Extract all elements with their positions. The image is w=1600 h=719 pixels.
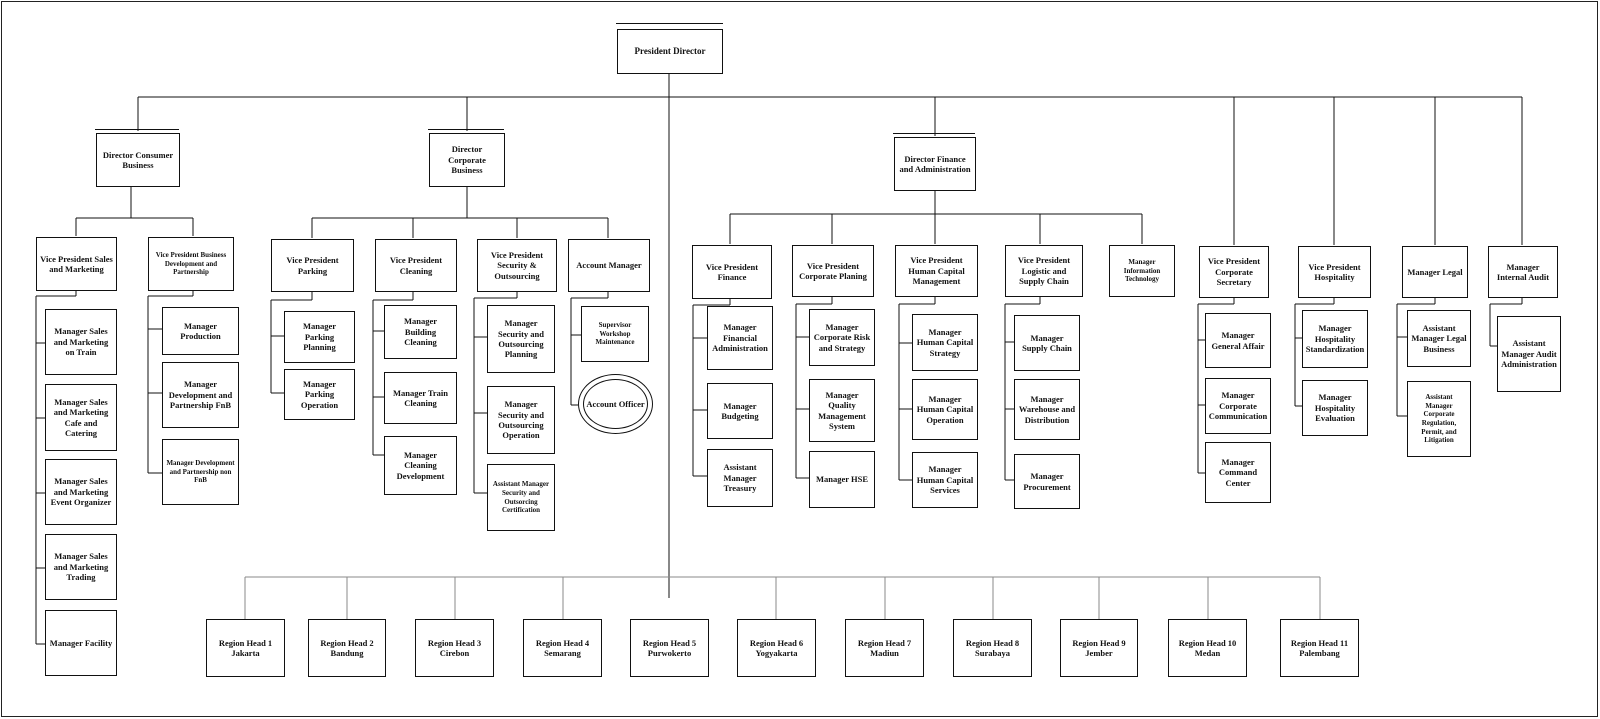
region-head-city: Palembang <box>1299 648 1340 658</box>
director-consumer-box[interactable]: Director Consumer Business <box>96 133 180 187</box>
region-head-name: Region Head 11 <box>1290 637 1349 648</box>
manager-quality-mgmt-box[interactable]: Manager Quality Management System <box>809 379 875 442</box>
region-head-name: Region Head 8 <box>965 637 1020 648</box>
region-head-city: Medan <box>1194 648 1221 658</box>
director-finance-box[interactable]: Director Finance and Administration <box>894 137 976 191</box>
vp-security-box[interactable]: Vice President Security & Outsourcing <box>477 239 557 292</box>
asst-manager-audit-admin-box[interactable]: Assistant Manager Audit Administration <box>1497 316 1561 392</box>
manager-train-cleaning-box[interactable]: Manager Train Cleaning <box>384 372 457 424</box>
region-head-name: Region Head 7 <box>857 637 912 648</box>
manager-hse-box[interactable]: Manager HSE <box>809 451 875 508</box>
manager-internal-audit-box[interactable]: Manager Internal Audit <box>1488 246 1558 298</box>
manager-security-operation-box[interactable]: Manager Security and Outsourcing Operati… <box>487 386 555 454</box>
manager-dev-nonfnb-box[interactable]: Manager Development and Partnership non … <box>162 439 239 505</box>
region-head-name: Region Head 5 <box>642 637 697 648</box>
supervisor-workshop-box[interactable]: Supervisor Workshop Maintenance <box>581 306 649 362</box>
president-topline <box>616 23 723 24</box>
asst-manager-corporate-regulation-box[interactable]: Assistant Manager Corporate Regulation, … <box>1407 381 1471 457</box>
region-head-city: Cirebon <box>439 648 470 658</box>
consumer-topline <box>95 129 179 130</box>
region-head-name: Region Head 10 <box>1178 637 1237 648</box>
manager-sales-cafe-box[interactable]: Manager Sales and Marketing Cafe and Cat… <box>45 384 117 451</box>
manager-procurement-box[interactable]: Manager Procurement <box>1014 454 1080 509</box>
manager-legal-box[interactable]: Manager Legal <box>1402 246 1468 298</box>
region-head-city: Surabaya <box>975 648 1010 658</box>
region-head-city: Yogyakarta <box>755 648 798 658</box>
manager-financial-admin-box[interactable]: Manager Financial Administration <box>707 306 773 370</box>
finance-topline <box>893 133 975 134</box>
region-head-name: Region Head 2 <box>320 637 374 648</box>
manager-hospitality-evaluation-box[interactable]: Manager Hospitality Evaluation <box>1302 380 1368 436</box>
vp-logistic-box[interactable]: Vice President Logistic and Supply Chain <box>1005 245 1083 297</box>
region-head-city: Madiun <box>870 648 899 658</box>
region-head-name: Region Head 6 <box>749 637 804 648</box>
region-head-name: Region Head 3 <box>427 637 482 648</box>
manager-cleaning-development-box[interactable]: Manager Cleaning Development <box>384 436 457 495</box>
asst-manager-treasury-box[interactable]: Assistant Manager Treasury <box>707 449 773 507</box>
manager-budgeting-box[interactable]: Manager Budgeting <box>707 383 773 439</box>
manager-sales-train-box[interactable]: Manager Sales and Marketing on Train <box>45 309 117 375</box>
manager-warehouse-box[interactable]: Manager Warehouse and Distribution <box>1014 379 1080 440</box>
account-officer-oval-outer <box>578 374 653 434</box>
corporate-topline <box>428 129 504 130</box>
asst-manager-security-certification-box[interactable]: Assistant Manager Security and Outsorcin… <box>487 464 555 531</box>
manager-sales-trading-box[interactable]: Manager Sales and Marketing Trading <box>45 534 117 600</box>
vp-sales-marketing-box[interactable]: Vice President Sales and Marketing <box>36 237 117 291</box>
manager-general-affair-box[interactable]: Manager General Affair <box>1205 313 1271 368</box>
region-head-city: Bandung <box>330 648 364 658</box>
region-head-city: Semarang <box>544 648 581 658</box>
manager-supply-chain-box[interactable]: Manager Supply Chain <box>1014 315 1080 371</box>
manager-facility-box[interactable]: Manager Facility <box>45 610 117 676</box>
manager-hc-operation-box[interactable]: Manager Human Capital Operation <box>912 379 978 440</box>
manager-dev-fnb-box[interactable]: Manager Development and Partnership FnB <box>162 362 239 428</box>
vp-hospitality-box[interactable]: Vice President Hospitality <box>1298 246 1371 298</box>
manager-corporate-risk-box[interactable]: Manager Corporate Risk and Strategy <box>809 309 875 366</box>
region-head-city: Jember <box>1085 648 1113 658</box>
manager-hc-services-box[interactable]: Manager Human Capital Services <box>912 452 978 508</box>
manager-production-box[interactable]: Manager Production <box>162 307 239 355</box>
region-head-city: Purwokerto <box>647 648 692 658</box>
manager-parking-planning-box[interactable]: Manager Parking Planning <box>284 311 355 363</box>
manager-it-box[interactable]: Manager Information Technology <box>1109 245 1175 297</box>
manager-hc-strategy-box[interactable]: Manager Human Capital Strategy <box>912 314 978 371</box>
vp-human-capital-box[interactable]: Vice President Human Capital Management <box>895 245 978 297</box>
manager-sales-event-box[interactable]: Manager Sales and Marketing Event Organi… <box>45 459 117 525</box>
vp-corporate-secretary-box[interactable]: Vice President Corporate Secretary <box>1199 246 1269 298</box>
vp-cleaning-box[interactable]: Vice President Cleaning <box>375 239 457 292</box>
vp-parking-box[interactable]: Vice President Parking <box>271 239 354 292</box>
manager-parking-operation-box[interactable]: Manager Parking Operation <box>284 369 355 420</box>
account-manager-box[interactable]: Account Manager <box>568 239 650 292</box>
region-head-name: Region Head 1 <box>218 637 273 648</box>
director-corporate-box[interactable]: Director Corporate Business <box>429 133 505 187</box>
account-officer-oval[interactable]: Account Officer <box>586 398 645 409</box>
manager-security-planning-box[interactable]: Manager Security and Outsourcing Plannin… <box>487 305 555 373</box>
manager-command-center-box[interactable]: Manager Command Center <box>1205 442 1271 503</box>
manager-hospitality-standardization-box[interactable]: Manager Hospitality Standardization <box>1302 310 1368 368</box>
president-director-box[interactable]: President Director <box>617 29 723 74</box>
vp-business-development-box[interactable]: Vice President Business Development and … <box>148 237 234 291</box>
vp-finance-box[interactable]: Vice President Finance <box>692 245 772 299</box>
asst-manager-legal-business-box[interactable]: Assistant Manager Legal Business <box>1407 310 1471 367</box>
account-officer-oval-inner <box>583 379 648 429</box>
manager-corporate-communication-box[interactable]: Manager Corporate Communication <box>1205 378 1271 434</box>
region-head-name: Region Head 4 <box>535 637 590 648</box>
manager-building-cleaning-box[interactable]: Manager Building Cleaning <box>384 305 457 359</box>
region-head-name: Region Head 9 <box>1072 637 1126 648</box>
region-head-city: Jakarta <box>231 648 260 658</box>
vp-corporate-planing-box[interactable]: Vice President Corporate Planing <box>792 245 874 297</box>
